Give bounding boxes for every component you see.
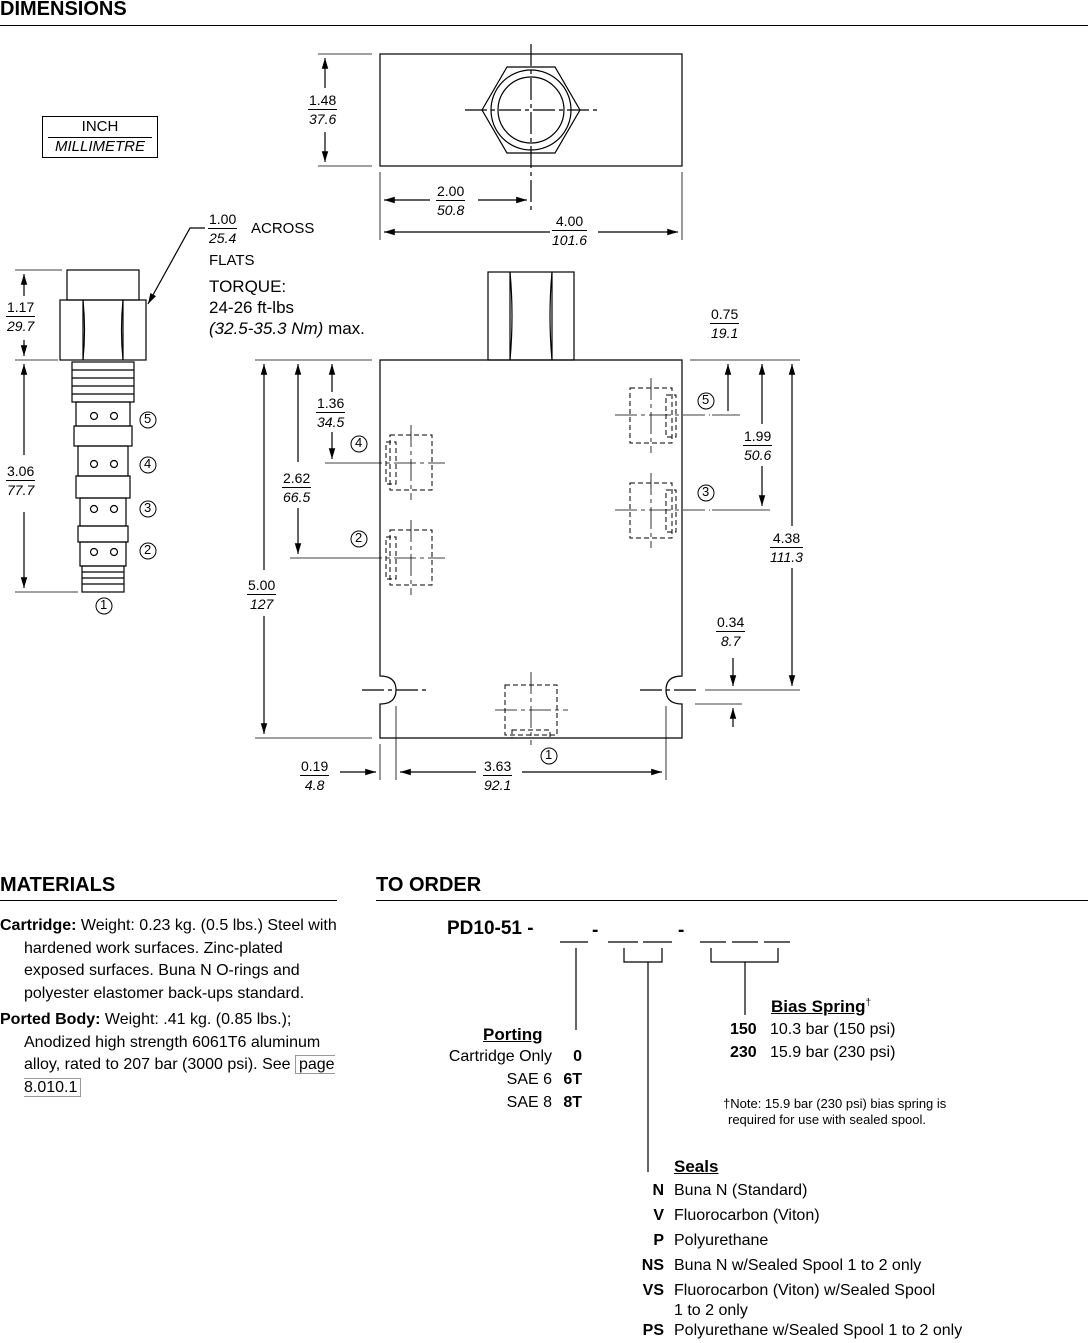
materials-heading: MATERIALS	[0, 874, 116, 896]
dimension-drawing	[15, 44, 800, 780]
body-port-4: 4	[355, 435, 363, 450]
svg-text:-: -	[678, 920, 684, 941]
dimensions-heading: DIMENSIONS	[0, 0, 127, 20]
page-link[interactable]: page 8.010.1	[24, 1055, 335, 1097]
units-legend-inch: INCH	[81, 118, 119, 135]
cartridge-front-hex	[487, 271, 575, 361]
body-front-view	[379, 359, 683, 739]
across-label: ACROSS	[251, 220, 315, 237]
bias-note-line2: required for use with sealed spool.	[728, 1112, 927, 1127]
body-port-1: 1	[545, 747, 553, 762]
cartridge-thread	[71, 361, 135, 403]
body-port-5: 5	[702, 392, 710, 407]
body-port-2: 2	[355, 530, 363, 545]
units-legend: INCH MILLIMETRE	[42, 116, 158, 158]
to-order-heading: TO ORDER	[376, 874, 482, 896]
cartridge-hex	[59, 299, 147, 361]
cartridge-port-5: 5	[144, 411, 152, 426]
materials-rule	[0, 900, 337, 901]
cartridge-port-1: 1	[100, 597, 108, 612]
torque-block: TORQUE: 24-26 ft-lbs (32.5-35.3 Nm) max.	[209, 277, 365, 338]
to-order-rule	[376, 900, 1088, 901]
seals-option-vs-cont: 1 to 2 only	[674, 1302, 748, 1319]
body-port-3: 3	[702, 484, 710, 499]
materials-cartridge: Cartridge: Weight: 0.23 kg. (0.5 lbs.) S…	[0, 917, 337, 1002]
bias-spring-title: Bias Spring†	[771, 997, 872, 1016]
cartridge-port-4: 4	[144, 456, 152, 471]
flats-label: FLATS	[209, 252, 255, 269]
materials-body: Ported Body: Weight: .41 kg. (0.85 lbs.)…	[0, 1011, 335, 1097]
dimensions-rule	[0, 25, 1088, 26]
cartridge-cap	[66, 269, 140, 301]
cartridge-port-2: 2	[144, 542, 152, 557]
materials-text: Cartridge: Weight: 0.23 kg. (0.5 lbs.) S…	[0, 915, 340, 1099]
seals-title: Seals	[674, 1157, 719, 1176]
units-legend-millimetre: MILLIMETRE	[54, 138, 145, 155]
svg-text:-: -	[592, 920, 598, 941]
bias-note-line1: †Note: 15.9 bar (230 psi) bias spring is	[723, 1096, 947, 1111]
porting-title: Porting	[483, 1025, 543, 1044]
model-code: PD10-51 -	[447, 918, 534, 939]
cartridge-port-3: 3	[144, 500, 152, 515]
